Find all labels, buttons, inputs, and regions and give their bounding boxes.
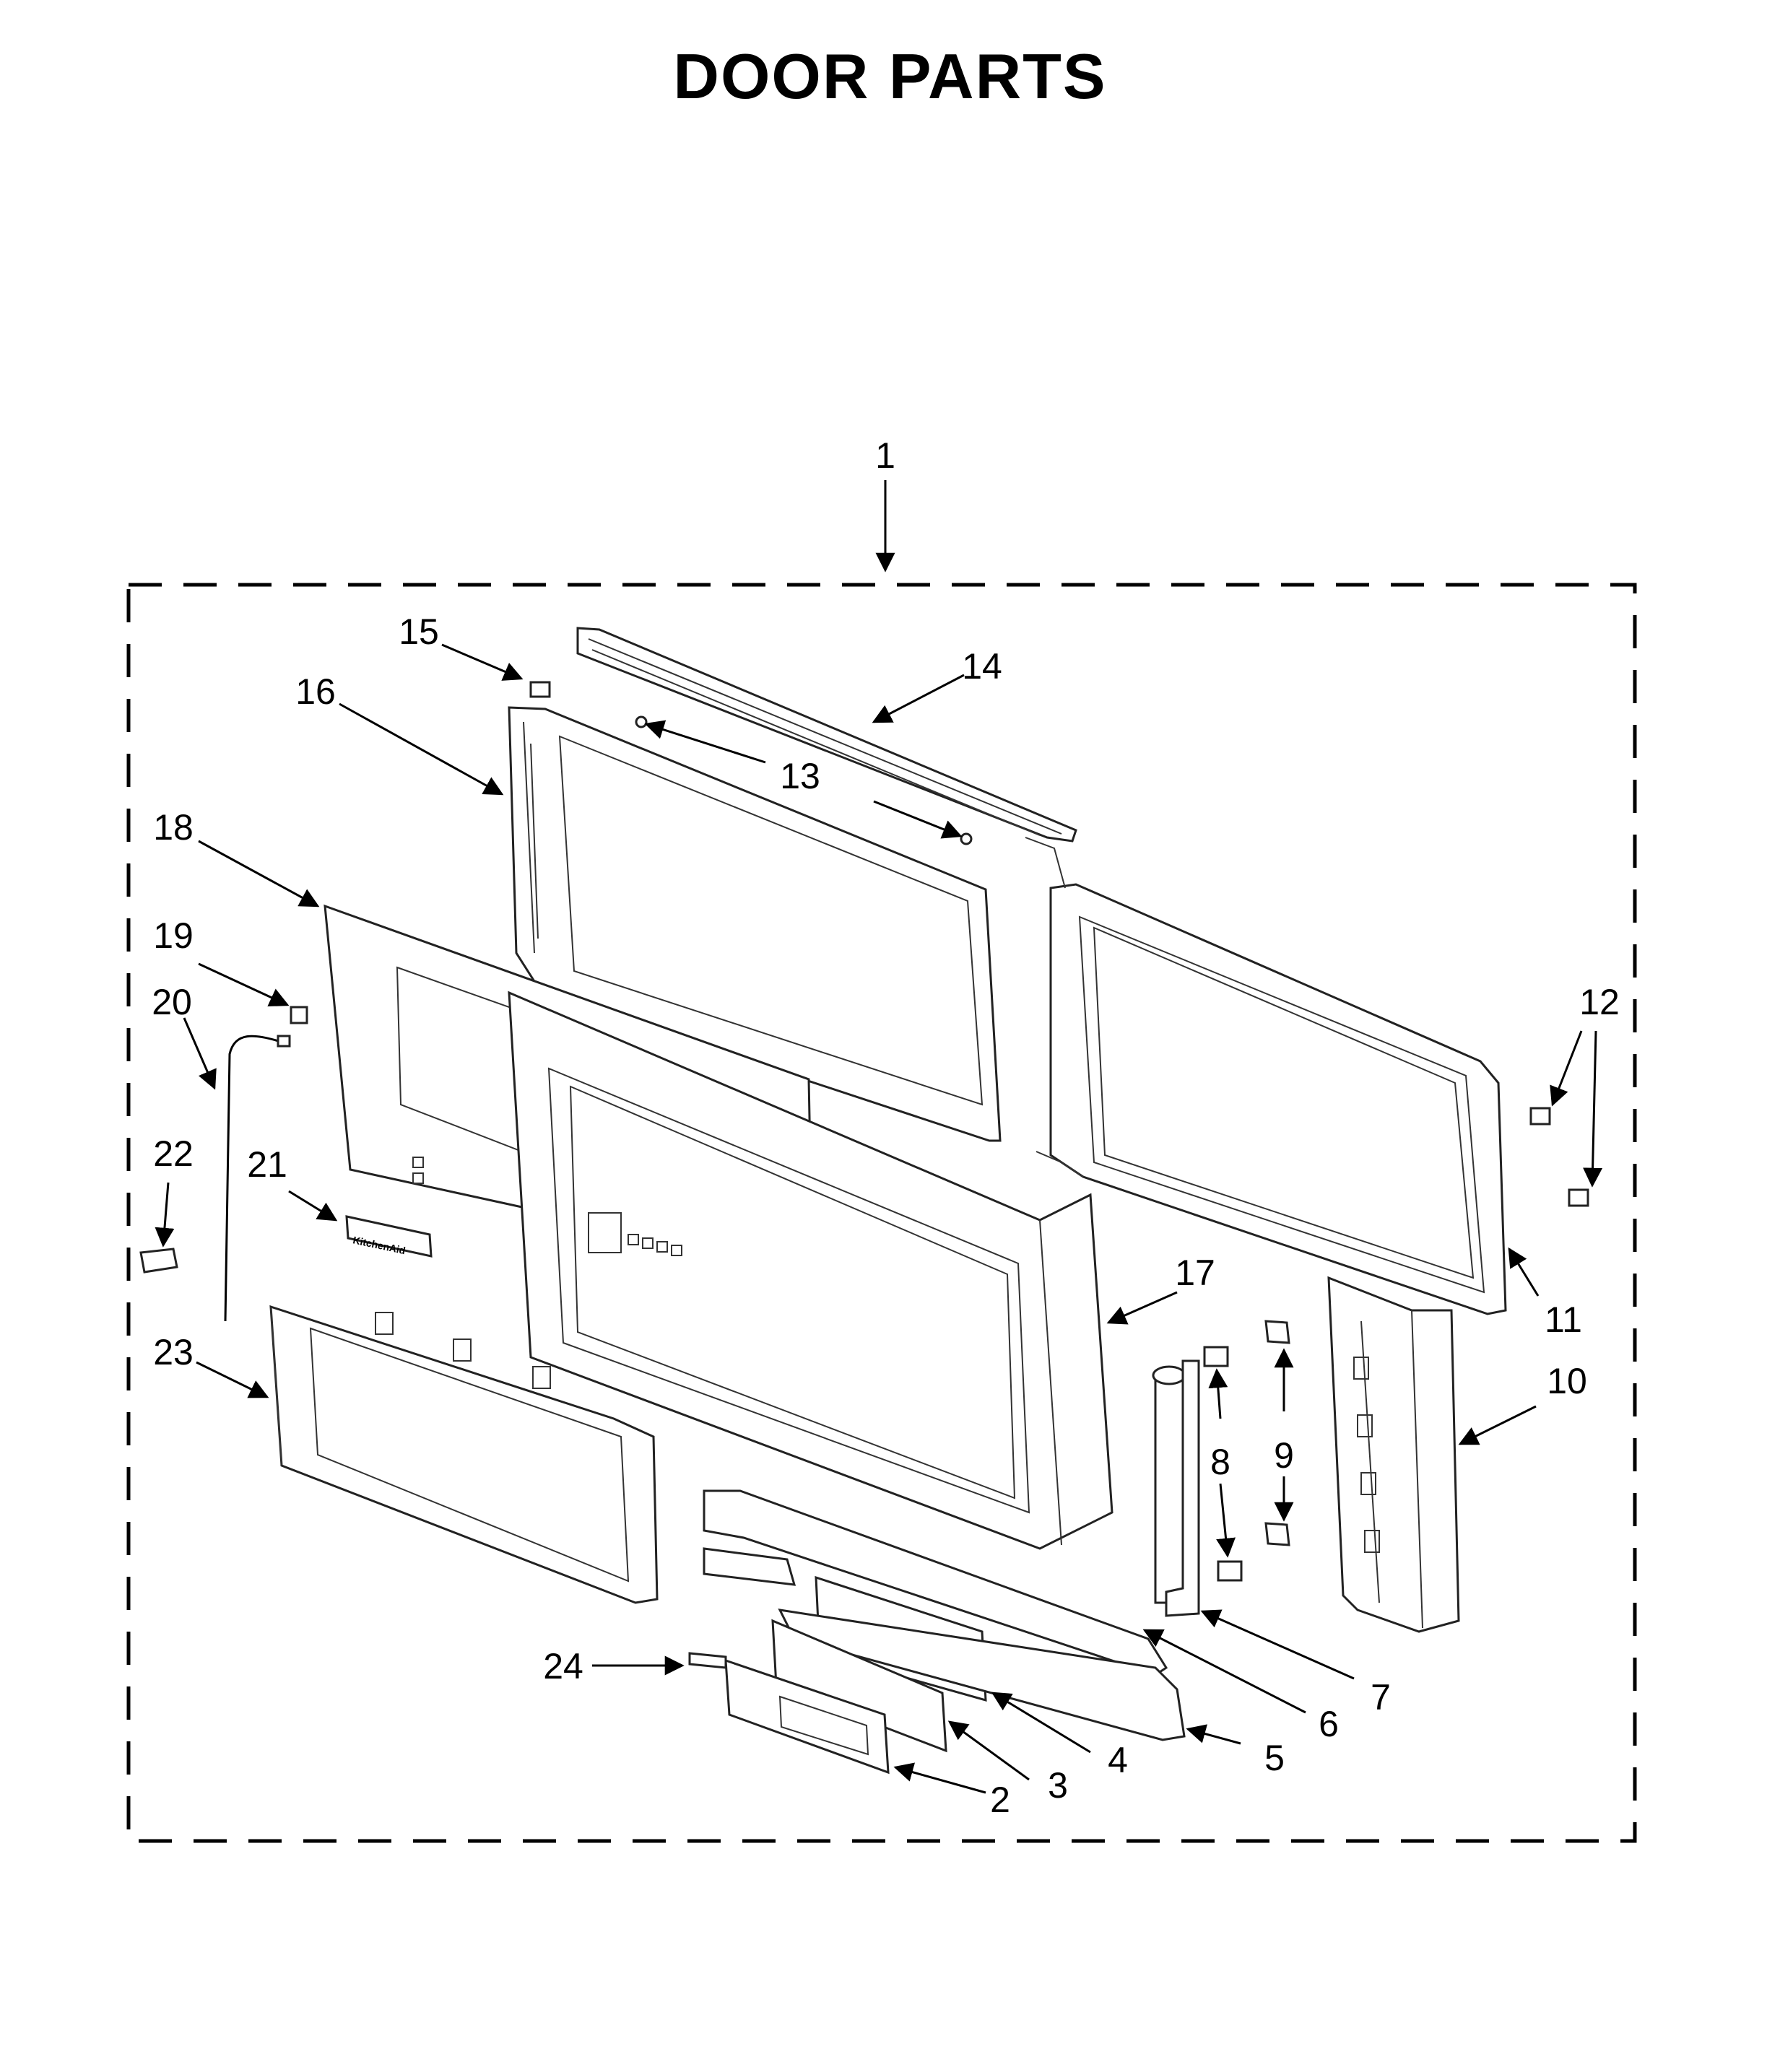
callout-21: 21 (247, 1144, 287, 1185)
part-8-pad-b (1217, 1560, 1243, 1582)
part-13-screw-a (635, 715, 648, 728)
part-19-connector (290, 1006, 308, 1024)
part-12-clip-b (1568, 1188, 1589, 1207)
part-10-side-hinge (1327, 1276, 1460, 1633)
part-22-bracket (139, 1248, 178, 1274)
part-20-wire (224, 1035, 291, 1322)
callout-4: 4 (1108, 1740, 1128, 1780)
callout-20: 20 (152, 982, 192, 1022)
part-23-glass (269, 1305, 659, 1604)
part-13-screw-b (960, 832, 973, 845)
callout-1: 1 (875, 435, 895, 476)
callout-8: 8 (1210, 1442, 1230, 1482)
assembly-boundary (126, 583, 1637, 1843)
part-24-ribbon (688, 1652, 727, 1669)
callout-labels: 1 2 3 4 5 6 7 8 9 10 11 12 13 14 15 16 1… (152, 435, 1620, 1820)
part-15-clip (529, 681, 551, 698)
part-9-plate-b (1264, 1522, 1290, 1546)
leader-lines (155, 480, 1603, 1794)
part-11-door-panel (1025, 837, 1507, 1315)
callout-9: 9 (1274, 1435, 1294, 1476)
part-16-inner-frame (508, 706, 1002, 1142)
callout-15: 15 (399, 611, 439, 652)
diagram-title: DOOR PARTS (673, 40, 1107, 112)
part-9-plate-a (1264, 1320, 1290, 1344)
part-2-display-board (724, 1658, 890, 1775)
part-21-nameplate: KitchenAid (345, 1215, 433, 1258)
callout-11: 11 (1545, 1300, 1582, 1340)
part-14-top-vent (576, 627, 1077, 843)
part-7-handle (1152, 1359, 1200, 1617)
part-8-pad-a (1203, 1346, 1229, 1367)
part-12-clip-a (1529, 1107, 1551, 1126)
part-17-trim-frame (508, 991, 1113, 1550)
callout-24: 24 (543, 1646, 583, 1686)
callout-7: 7 (1371, 1677, 1391, 1718)
callout-23: 23 (153, 1332, 194, 1372)
callout-22: 22 (153, 1133, 194, 1174)
callout-3: 3 (1048, 1765, 1068, 1806)
callout-2: 2 (990, 1780, 1010, 1820)
callout-14: 14 (962, 646, 1002, 687)
callout-13: 13 (780, 756, 820, 796)
callout-5: 5 (1264, 1738, 1285, 1778)
callout-16: 16 (295, 671, 336, 712)
part-6-lower-frame (703, 1489, 1168, 1676)
callout-17: 17 (1175, 1253, 1215, 1293)
callout-12: 12 (1579, 982, 1620, 1022)
callout-10: 10 (1547, 1361, 1587, 1401)
callout-18: 18 (153, 807, 194, 848)
callout-6: 6 (1319, 1704, 1339, 1744)
callout-19: 19 (153, 915, 194, 956)
part-3-control-board (771, 1619, 947, 1753)
